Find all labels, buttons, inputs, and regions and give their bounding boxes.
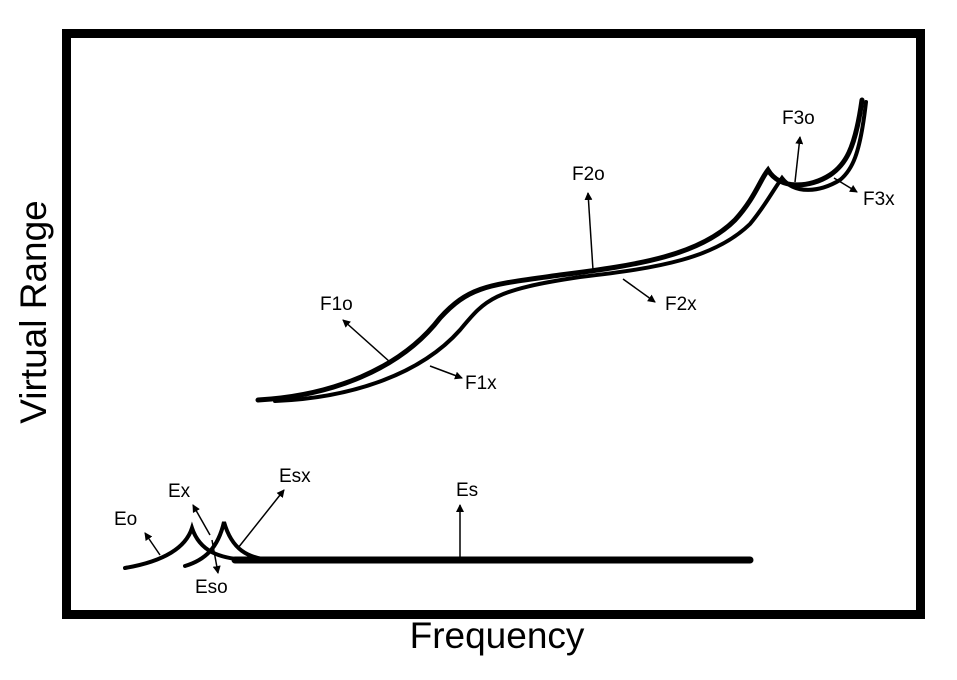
f2x-arrow bbox=[622, 278, 656, 303]
f1o-label: F1o bbox=[320, 294, 353, 315]
eo-label: Eo bbox=[114, 509, 137, 530]
esx-arrow bbox=[237, 489, 285, 549]
e-x-trace bbox=[183, 514, 272, 568]
f3o-arrow bbox=[794, 136, 804, 183]
e-o-trace bbox=[123, 521, 247, 570]
f2o-label: F2o bbox=[572, 164, 605, 185]
ex-arrow bbox=[192, 504, 211, 536]
x-axis-label: Frequency bbox=[409, 615, 585, 656]
plot-frame bbox=[62, 29, 925, 619]
f-x-trace bbox=[273, 100, 868, 403]
eo-arrow bbox=[144, 532, 161, 556]
f3x-label: F3x bbox=[863, 189, 895, 210]
es-label: Es bbox=[456, 480, 478, 501]
f1o-arrow bbox=[342, 319, 391, 363]
f-o-trace bbox=[255, 97, 865, 403]
f2x-label: F2x bbox=[665, 294, 697, 315]
ex-label: Ex bbox=[168, 481, 191, 502]
f1x-label: F1x bbox=[465, 373, 497, 394]
eso-label: Eso bbox=[195, 577, 228, 598]
f1x-arrow bbox=[429, 365, 463, 380]
f2o-arrow bbox=[584, 192, 594, 271]
f3x-arrow bbox=[833, 177, 858, 193]
f3o-label: F3o bbox=[782, 108, 815, 129]
esx-label: Esx bbox=[279, 466, 311, 487]
eso-arrow bbox=[211, 539, 221, 574]
